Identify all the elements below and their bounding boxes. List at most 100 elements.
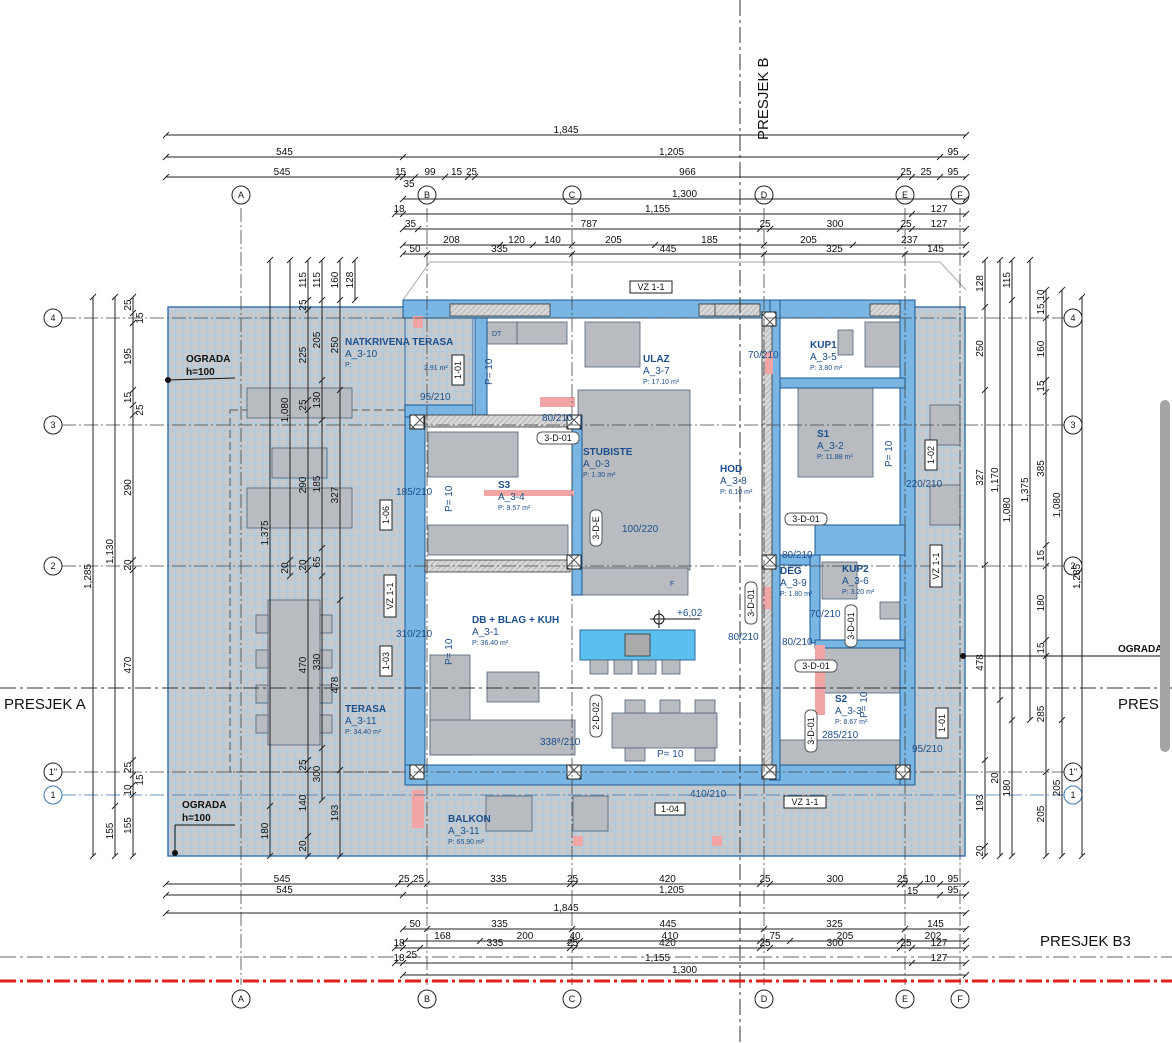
dimension-label: 20 <box>123 559 134 571</box>
furniture-item <box>319 614 333 634</box>
dimension-label: 1,845 <box>553 125 578 136</box>
grid-label-C: C <box>569 190 576 200</box>
dimension-tick <box>286 256 294 264</box>
dimension-label: 25 <box>759 219 771 230</box>
opening-marker <box>765 352 773 374</box>
dimension-tick <box>399 250 407 258</box>
dimension-label: 205 <box>1036 805 1047 822</box>
dimension-label: 420 <box>659 874 676 885</box>
grid-label-F: F <box>957 190 963 200</box>
furniture-item <box>879 601 901 620</box>
dimension-label: 25 <box>920 167 932 178</box>
door-tag-box <box>935 707 949 739</box>
dimension-label: 335 <box>491 919 508 930</box>
opening-dimension: 95/210 <box>420 392 451 403</box>
dimension-tick <box>1042 562 1050 570</box>
dimension-label: 1,155 <box>645 204 670 215</box>
dimension-label: 25 <box>897 874 909 885</box>
room-code: A_3-9 <box>780 578 807 589</box>
dimension-tick <box>496 241 504 249</box>
room-area: P: 65.90 m² <box>448 839 485 846</box>
dimension-label: 195 <box>123 348 134 365</box>
dimension-label: 1,375 <box>260 520 271 545</box>
grid-label-row: 1 <box>1070 790 1075 800</box>
dimension-label: 20 <box>975 845 986 857</box>
furniture-item <box>611 712 718 749</box>
door-tag: 3-D-01 <box>846 612 856 640</box>
dimension-tick <box>981 386 989 394</box>
dimension-label: 180 <box>1002 779 1013 796</box>
dimension-tick <box>1042 286 1050 294</box>
dimension-label: 237 <box>901 235 918 246</box>
door-tag-box <box>804 709 818 753</box>
door-tag-box <box>924 439 938 471</box>
door-tag: VZ 1-1 <box>385 582 395 609</box>
room-code: A_3-4 <box>498 492 525 503</box>
room-area: P: 1.80 m² <box>780 591 813 598</box>
opening-marker <box>712 836 722 846</box>
dimension-tick <box>129 566 137 574</box>
dimension-tick <box>756 944 764 952</box>
dimension-label: 966 <box>679 167 696 178</box>
room-name: HOD <box>720 464 742 475</box>
dimension-label: 128 <box>975 275 986 292</box>
furniture-item <box>929 484 961 526</box>
dimension-tick <box>162 880 170 888</box>
dimension-tick <box>391 944 399 952</box>
dimension-tick <box>1008 852 1016 860</box>
dimension-tick <box>394 173 402 181</box>
grid-label-D: D <box>761 994 768 1004</box>
opening-marker <box>412 790 424 828</box>
vertical-scrollbar[interactable] <box>1160 400 1170 752</box>
dimension-label: 15 <box>123 392 134 404</box>
grid-label-E: E <box>902 994 908 1004</box>
room-name: DEG <box>780 566 802 577</box>
structural-column <box>566 554 582 570</box>
dimension-tick <box>981 852 989 860</box>
dimension-label: 200 <box>517 931 534 942</box>
door-tag-box <box>589 509 603 547</box>
opening-dimension: 70/210 <box>810 609 841 620</box>
room-code: A_3-1 <box>472 627 499 638</box>
door-tag-box <box>929 544 943 588</box>
dimension-tick <box>568 925 576 933</box>
dimension-label: 25 <box>298 759 309 771</box>
dimension-label: 120 <box>508 235 525 246</box>
dimension-label: 140 <box>298 794 309 811</box>
dimension-tick <box>399 195 407 203</box>
door-tag: 3-D-01 <box>746 589 756 617</box>
dimension-tick <box>896 937 904 945</box>
door-tag-box <box>451 354 465 386</box>
dimension-tick <box>996 852 1004 860</box>
dimension-tick <box>129 319 137 327</box>
dimension-tick <box>901 880 909 888</box>
dimension-label: 470 <box>123 656 134 673</box>
dimension-label: 1,130 <box>105 539 116 564</box>
dimension-tick <box>766 225 774 233</box>
dimension-label: 95 <box>947 147 959 158</box>
dimension-tick <box>1042 314 1050 322</box>
door-tag: 1-04 <box>661 804 679 814</box>
dimension-label: 50 <box>409 244 421 255</box>
door-tag: VZ 1-1 <box>637 282 664 292</box>
dimension-label: 35 <box>405 219 417 230</box>
dimension-label: 99 <box>424 167 436 178</box>
dimension-label: 25 <box>298 399 309 411</box>
furniture-item <box>485 795 533 832</box>
opening-dimension: 80/210 <box>728 632 759 643</box>
dimension-tick <box>916 880 924 888</box>
dimension-tick <box>936 173 944 181</box>
dimension-label: 1,285 <box>83 564 94 589</box>
grid-label-C: C <box>569 994 576 1004</box>
room-code: A_3-6 <box>842 576 869 587</box>
bar-stool <box>589 659 609 675</box>
dimension-tick <box>1078 852 1086 860</box>
dimension-label: 20 <box>990 772 1001 784</box>
door-tag: 3-D-01 <box>806 717 816 745</box>
grid-label-E: E <box>902 190 908 200</box>
door-tag: 3-D-E <box>591 516 601 540</box>
dimension-label: 20 <box>298 840 309 852</box>
furniture-item <box>584 321 641 368</box>
dimension-tick <box>304 406 312 414</box>
door-tag-box <box>379 645 393 677</box>
